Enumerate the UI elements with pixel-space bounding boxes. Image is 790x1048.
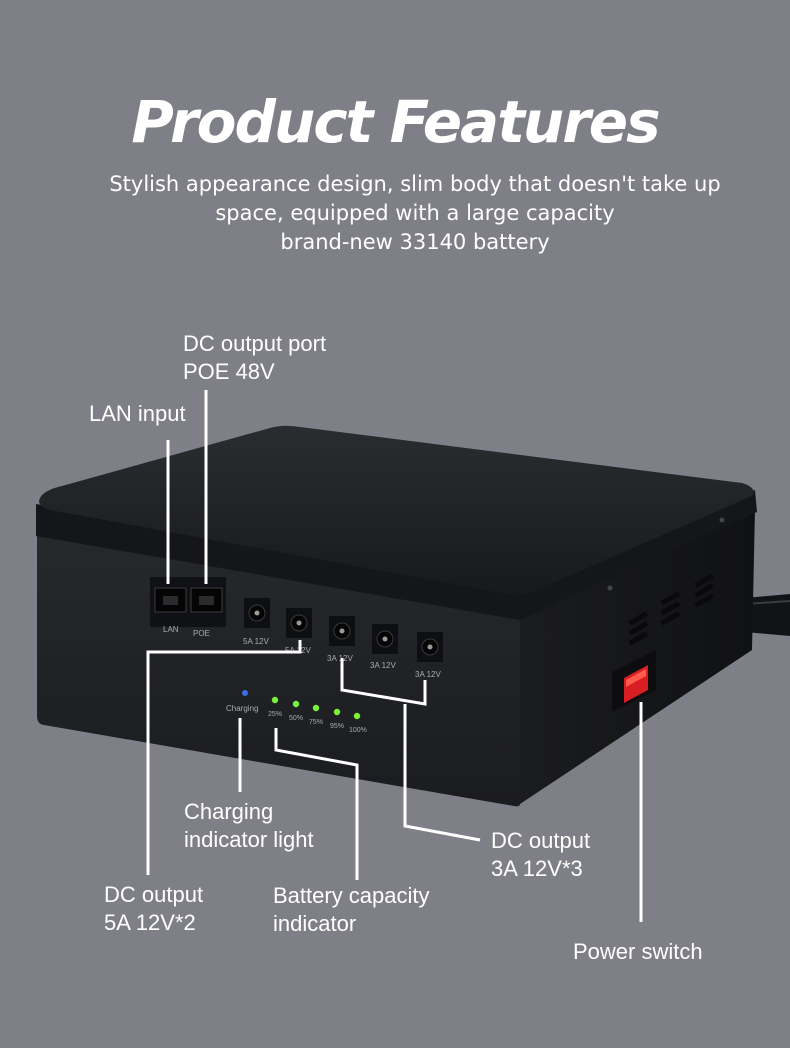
dc-port-label: 3A 12V (327, 654, 353, 663)
leader-dc-5a (146, 640, 302, 875)
callout-line: POE 48V (183, 359, 275, 384)
leader-dc-3a (340, 658, 481, 842)
callout-line: 3A 12V*3 (491, 856, 583, 881)
dc-port: 3A 12V (327, 616, 355, 663)
subtitle-line: space, equipped with a large capacity (215, 201, 615, 225)
dc-port-label: 5A 12V (243, 637, 269, 646)
callout-line: Battery capacity (273, 883, 430, 908)
indicator-panel: Charging 25% 50% 75% 95% 100% (226, 690, 367, 734)
callout-dc-5a: DC output 5A 12V*2 (104, 881, 203, 937)
callout-line: DC output port (183, 331, 327, 356)
battery-level-label: 95% (330, 723, 344, 730)
callout-line: Charging (184, 799, 274, 824)
page-subtitle: Stylish appearance design, slim body tha… (95, 170, 735, 257)
callout-battery: Battery capacity indicator (273, 882, 430, 938)
network-port-block: LAN POE (150, 577, 226, 638)
callout-line: LAN input (89, 401, 186, 426)
battery-level-label: 50% (289, 715, 303, 722)
power-switch[interactable] (612, 650, 656, 712)
dc-port: 5A 12V (243, 598, 270, 646)
subtitle-line: brand-new 33140 battery (280, 230, 550, 254)
dc-port-label: 3A 12V (415, 670, 441, 679)
battery-led (333, 708, 341, 716)
dc-port: 3A 12V (415, 632, 443, 679)
callout-line: DC output (104, 882, 204, 907)
port-label-poe: POE (193, 629, 210, 638)
dc-port-row: 5A 12V 5A 12V 3A 12V 3A 12V (243, 598, 443, 679)
battery-level-label: 100% (349, 727, 367, 734)
callout-line: indicator (273, 911, 357, 936)
callout-line: 5A 12V*2 (104, 910, 196, 935)
subtitle-line: Stylish appearance design, slim body tha… (109, 172, 721, 196)
callout-line: indicator light (184, 827, 314, 852)
callout-dc-3a: DC output 3A 12V*3 (491, 827, 590, 883)
callout-line: Power switch (573, 939, 703, 964)
battery-level-label: 25% (268, 711, 282, 718)
charging-led (242, 690, 248, 696)
callout-line: DC output (491, 828, 591, 853)
callout-dc-poe: DC output port POE 48V (183, 330, 326, 386)
callout-lan: LAN input (89, 400, 186, 428)
battery-led (271, 696, 279, 704)
charging-led-label: Charging (226, 704, 258, 713)
callout-charging: Charging indicator light (184, 798, 314, 854)
leader-battery (274, 728, 359, 880)
dc-port: 3A 12V (370, 624, 398, 670)
dc-port-label: 3A 12V (370, 661, 396, 670)
page-title: Product Features (131, 88, 660, 156)
device-body (36, 425, 757, 807)
callout-power: Power switch (573, 938, 703, 966)
callout-leaders (146, 390, 643, 922)
battery-level-label: 75% (309, 719, 323, 726)
battery-led (292, 700, 300, 708)
battery-led (312, 704, 320, 712)
battery-led (353, 712, 361, 720)
port-label-lan: LAN (163, 625, 179, 634)
